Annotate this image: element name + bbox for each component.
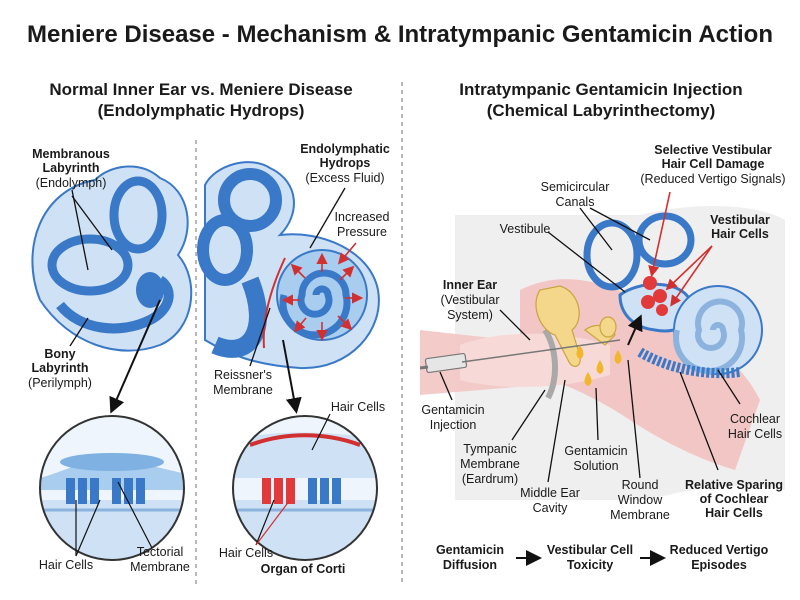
label-sparing-1: Relative Sparing (685, 478, 783, 492)
label-tympanic-2: Membrane (460, 457, 520, 471)
label-selective-3: (Reduced Vertigo Signals) (640, 172, 786, 186)
label-middle-1: Middle Ear (520, 486, 580, 500)
leader-reissner (249, 307, 271, 367)
leader-middle (547, 379, 566, 483)
label-round-2: Window (617, 493, 663, 507)
flow-step1-line1: Gentamicin (435, 543, 505, 557)
label-injection-2: Injection (429, 418, 477, 432)
label-inner-3: System) (447, 308, 493, 322)
meniere-zoom-circle (232, 415, 378, 561)
leader-hair-normal-2 (75, 499, 101, 557)
leader-membranous (71, 189, 89, 271)
label-tectorial-2: Membrane (130, 560, 190, 574)
leader-injection (439, 371, 453, 401)
label-hair-cells-bottom: Hair Cells (218, 546, 274, 560)
leader-vest-hair (665, 245, 713, 291)
leader-inner (499, 309, 531, 341)
right-heading-line1: Intratympanic Gentamicin Injection (459, 80, 743, 99)
zoom-arrow-normal (109, 299, 161, 414)
label-vest-hair-1: Vestibular (710, 213, 770, 227)
label-tympanic-3: (Eardrum) (461, 472, 519, 486)
label-cochlear-2: Hair Cells (727, 427, 783, 441)
normal-inner-ear (31, 165, 193, 352)
right-heading-line2: (Chemical Labyrinthectomy) (486, 101, 716, 120)
label-hair-cells-normal: Hair Cells (38, 558, 94, 572)
flow-step2-line1: Vestibular Cell (546, 543, 634, 557)
label-semicircular-2: Canals (555, 195, 595, 209)
label-solution-2: Solution (573, 459, 619, 473)
leader-cochlear (717, 369, 741, 405)
label-semicircular-1: Semicircular (540, 180, 610, 194)
leader-hydrops (309, 187, 346, 249)
cochlea (637, 285, 763, 379)
leader-membranous-2 (71, 195, 113, 251)
label-solution-1: Gentamicin (564, 444, 628, 458)
leader-semicircular (579, 207, 613, 251)
flow-step1-line2: Diffusion (442, 558, 498, 572)
label-selective-1: Selective Vestibular (654, 143, 772, 157)
leader-hair-bottom-2 (255, 499, 291, 546)
flow-step3-line1: Reduced Vertigo (669, 543, 769, 557)
leader-hair-top (311, 413, 331, 451)
label-membranous-1: Membranous (32, 147, 110, 161)
label-middle-2: Cavity (532, 501, 568, 515)
label-vestibule: Vestibule (499, 222, 551, 236)
label-pressure-1: Increased (334, 210, 390, 224)
label-bony-2: Labyrinth (31, 361, 89, 375)
label-pressure-2: Pressure (336, 225, 388, 239)
syringe (419, 339, 621, 374)
label-hydrops-2: Hydrops (319, 156, 371, 170)
leader-vest-hair-2 (670, 245, 713, 307)
label-inner-1: Inner Ear (442, 278, 498, 292)
pressure-arrows (281, 252, 364, 342)
label-bony-1: Bony (44, 347, 76, 361)
gentamicin-drops (576, 345, 622, 386)
label-tympanic-1: Tympanic (463, 442, 517, 456)
label-sparing-3: Hair Cells (705, 506, 763, 520)
label-membranous-2: Labyrinth (42, 161, 100, 175)
label-reissner-2: Membrane (213, 383, 273, 397)
label-hydrops-3: (Excess Fluid) (305, 171, 385, 185)
leader-tympanic (511, 389, 546, 441)
label-injection-1: Gentamicin (421, 403, 485, 417)
label-cochlear-1: Cochlear (729, 412, 781, 426)
leader-hair-bottom (255, 499, 275, 546)
label-selective-2: Hair Cell Damage (661, 157, 765, 171)
zoom-arrow-meniere (282, 339, 302, 414)
leader-tectorial (117, 481, 153, 549)
page-title: Meniere Disease - Mechanism & Intratympa… (27, 21, 773, 48)
leader-sparing (679, 371, 719, 471)
leader-solution (595, 387, 599, 441)
pressure-pointer (337, 242, 357, 265)
label-reissner-1: Reissner's (214, 368, 272, 382)
flow-step2-line2: Toxicity (566, 558, 614, 572)
label-round-1: Round (621, 478, 659, 492)
meniere-inner-ear (197, 161, 380, 370)
label-membranous-3: (Endolymph) (35, 176, 107, 190)
label-round-3: Membrane (610, 508, 670, 522)
ossicles (535, 285, 617, 367)
label-inner-2: (Vestibular (440, 293, 500, 307)
left-heading-line1: Normal Inner Ear vs. Meniere Disease (49, 80, 353, 99)
leader-vestibule (547, 231, 626, 293)
label-vest-hair-2: Hair Cells (711, 227, 769, 241)
flow-step3-line2: Episodes (691, 558, 747, 572)
label-sparing-2: of Cochlear (699, 492, 769, 506)
leader-selective (648, 191, 671, 278)
leader-semicircular-2 (589, 207, 651, 241)
leader-round (627, 359, 641, 479)
label-organ-of-corti: Organ of Corti (260, 562, 346, 576)
label-hair-cells-top: Hair Cells (330, 400, 386, 414)
left-heading-line2: (Endolymphatic Hydrops) (97, 101, 305, 120)
leader-bony (69, 317, 89, 347)
label-hydrops-1: Endolymphatic (300, 142, 390, 156)
normal-zoom-circle (39, 415, 185, 561)
diffusion-arrow (627, 314, 643, 346)
label-tectorial-1: Tectorial (136, 545, 184, 559)
label-bony-3: (Perilymph) (28, 376, 92, 390)
